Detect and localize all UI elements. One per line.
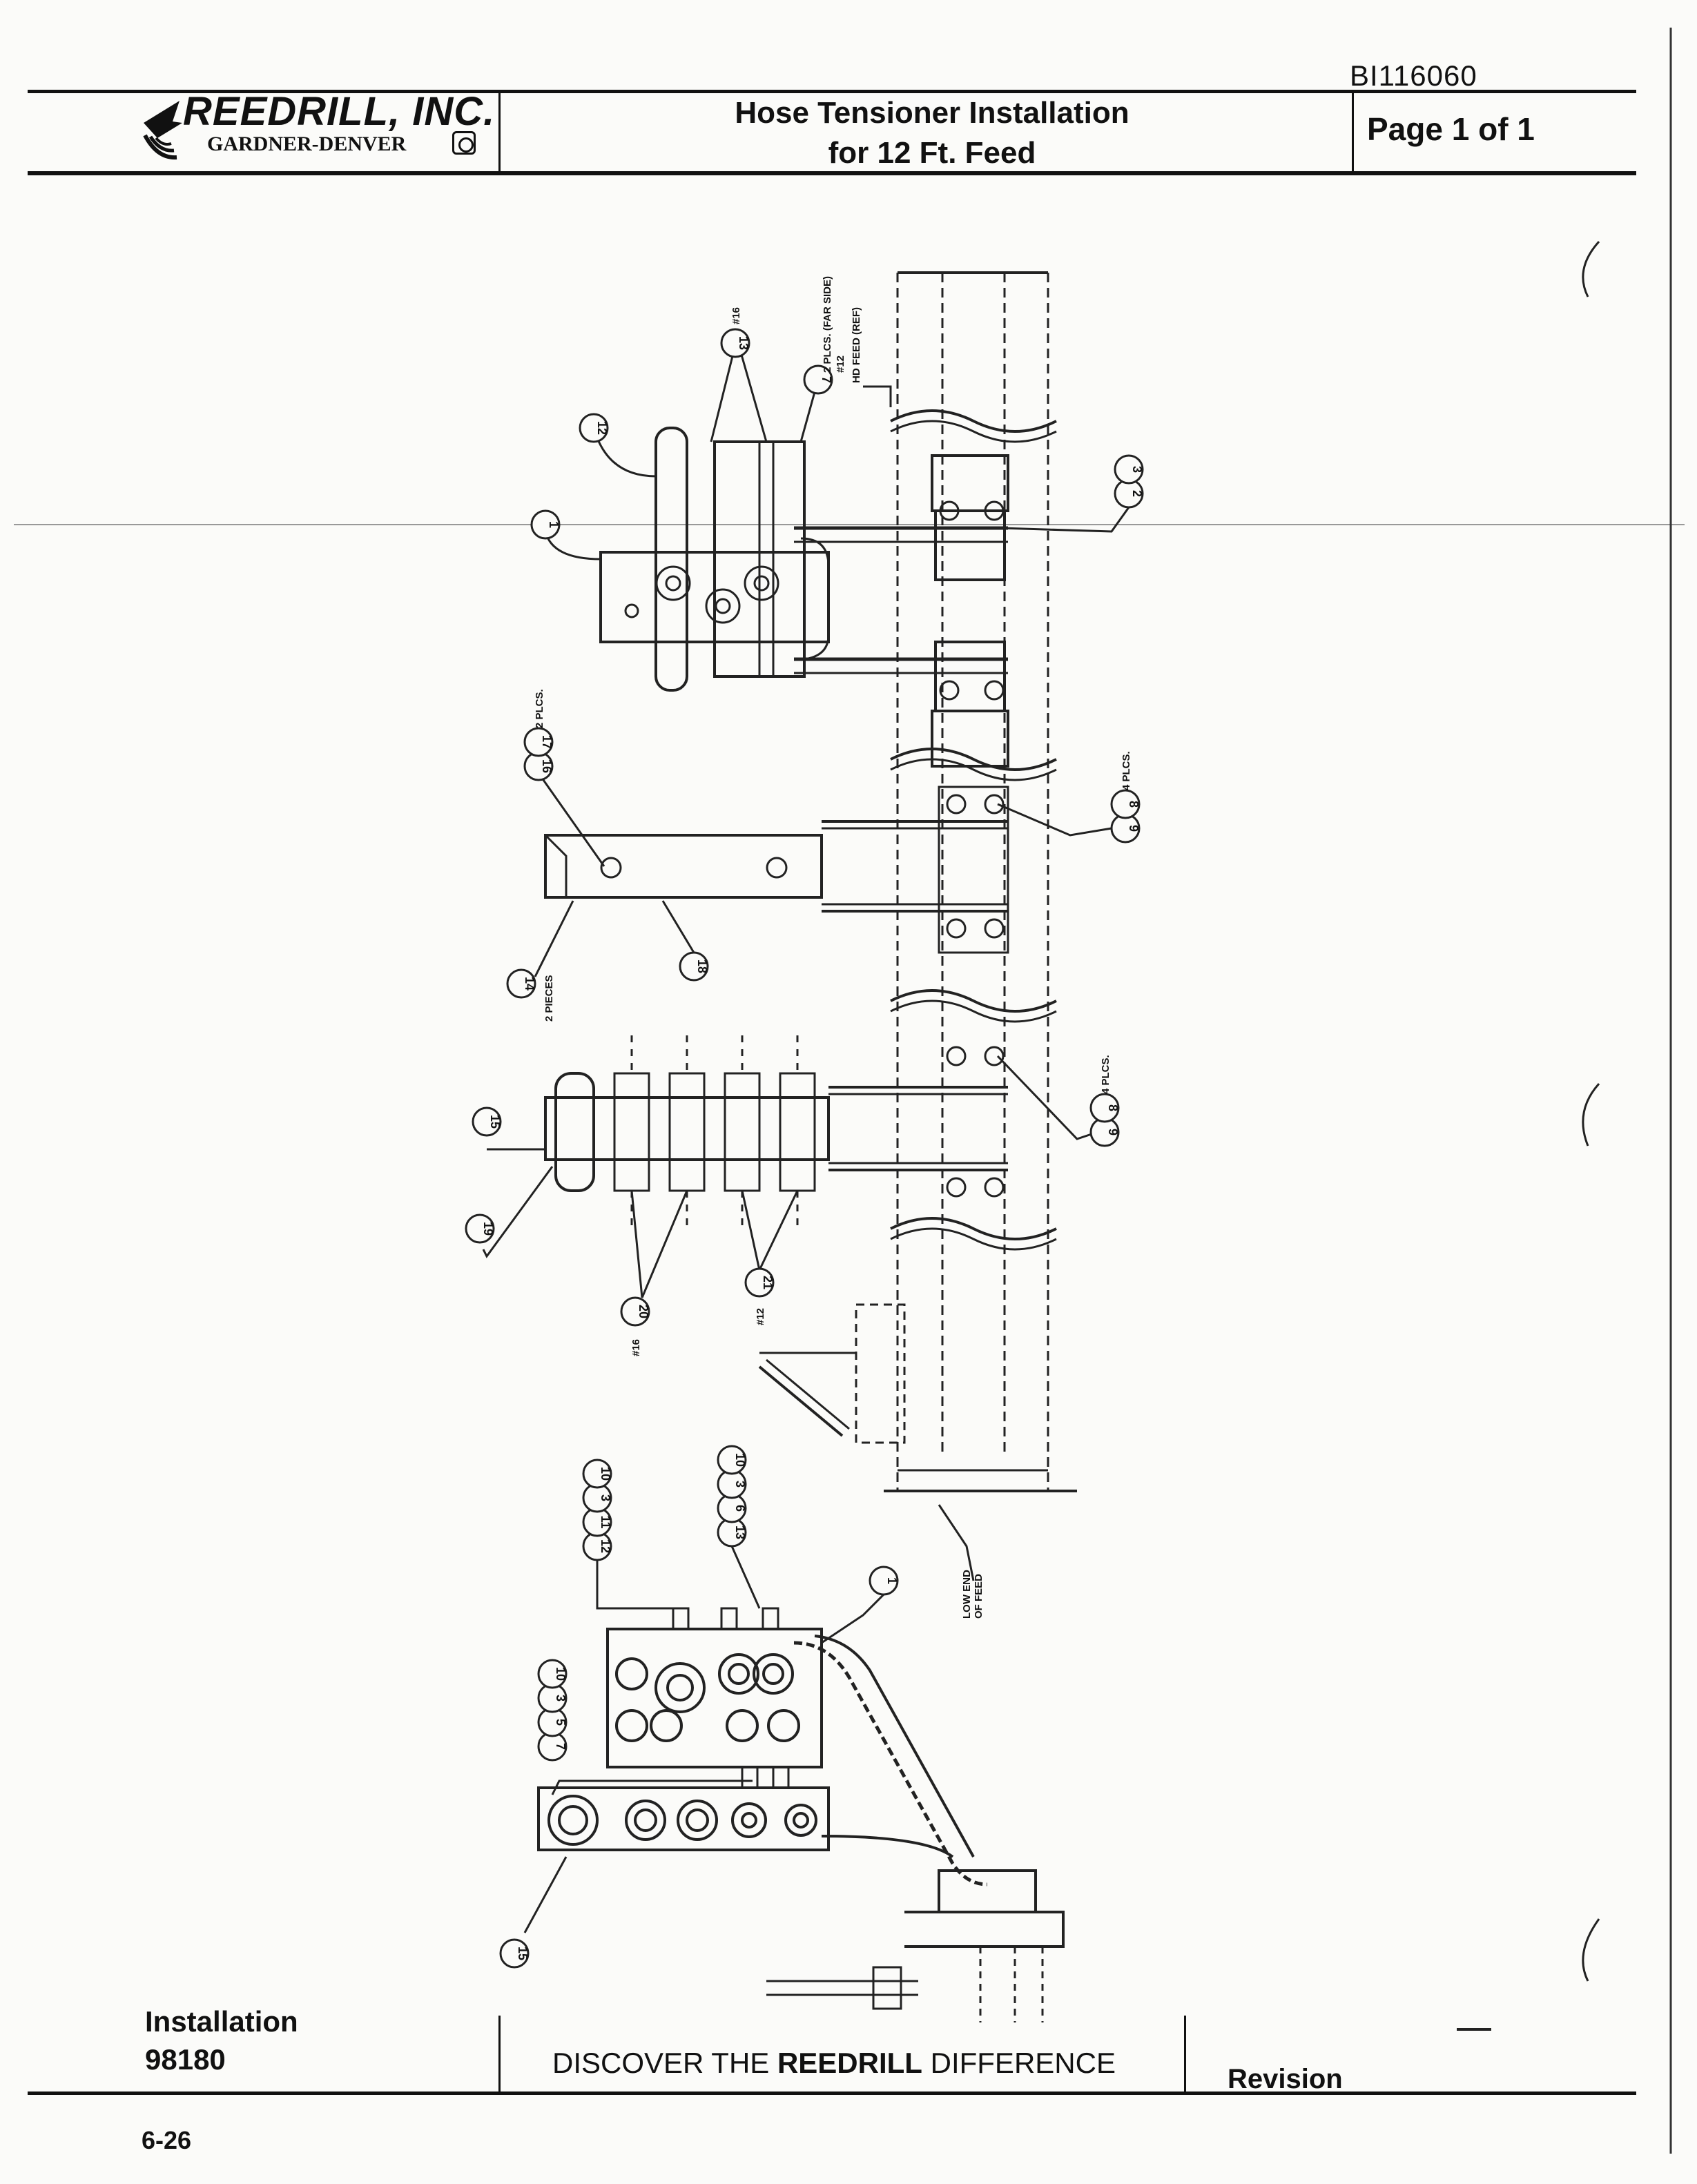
header-divider-left [498,90,501,173]
balloon-text-21: 21 [761,1276,775,1289]
balloon-text-16: 16 [540,759,554,773]
note-4-plcs-a: 4 PLCS. [1121,751,1132,790]
balloon-text-12: 12 [595,421,609,435]
note-size-16-top: #16 [730,307,742,324]
balloon-text-18: 18 [695,959,709,973]
balloon-text-c1: 1 [885,1577,899,1584]
balloon-text-c11: 11 [599,1515,612,1528]
note-2-plcs: 2 PLCS. [534,689,545,728]
balloon-c10b [717,1445,747,1475]
balloon-text-c7: 7 [554,1743,568,1750]
note-size-12: #12 [835,355,846,373]
note-4-plcs-b: 4 PLCS. [1100,1055,1112,1094]
note-size-12-mid: #12 [755,1308,766,1325]
gardner-denver-mark-icon [452,131,476,155]
balloon-text-c10c: 10 [554,1667,568,1681]
balloon-text-17: 17 [540,735,554,749]
page-indicator: Page 1 of 1 [1367,111,1535,147]
balloon-c15 [499,1938,530,1969]
balloon-text-c5: 5 [554,1719,568,1726]
slogan-pre: DISCOVER THE [552,2047,777,2079]
feed-beam [896,273,1049,1491]
balloon-18 [679,951,709,982]
note-hd-feed: HD FEED (REF) [851,307,862,383]
note-size-16-mid: #16 [630,1339,642,1356]
balloon-13 [720,328,750,358]
balloon-text-c13: 13 [733,1525,747,1539]
balloon-text-c10a: 10 [599,1467,612,1481]
balloon-8b [1089,1093,1120,1123]
header-bottom-rule [28,171,1636,175]
balloon-19 [465,1213,495,1244]
company-name: REEDRILL, INC. [183,89,496,134]
balloon-text-c15: 15 [516,1947,530,1960]
footer-rule [28,2092,1636,2095]
note-low-end-1: LOW END [961,1570,973,1619]
balloon-8a [1110,789,1141,819]
balloon-c1 [869,1566,899,1596]
balloon-text-c10b: 10 [733,1453,747,1467]
footer-divider-left [498,2016,501,2092]
balloon-text-c3c: 3 [554,1695,568,1702]
title-line-2: for 12 Ft. Feed [828,136,1036,170]
page-code: 6-26 [142,2126,192,2154]
slogan-brand: REEDRILL [777,2047,922,2079]
note-low-end-2: OF FEED [973,1574,985,1619]
balloon-text-9b: 9 [1106,1129,1120,1135]
revision-label: Revision [1228,2064,1343,2094]
header-divider-right [1352,90,1354,173]
balloon-3 [1114,454,1144,485]
footer-section: Installation [145,2005,298,2038]
note-far-side: 2 PLCS. (FAR SIDE) [822,276,833,373]
balloon-1-top [530,509,561,540]
balloon-text-c3a: 3 [599,1494,612,1501]
balloon-text-c3b: 3 [733,1481,747,1488]
balloon-20 [620,1296,650,1327]
balloon-text-14: 14 [523,977,536,991]
title-line-1: Hose Tensioner Installation [735,96,1129,130]
balloon-text-7: 7 [820,376,833,383]
division-name: GARDNER-DENVER [207,133,407,155]
balloon-text-8b: 8 [1106,1104,1120,1111]
footer-number: 98180 [145,2043,226,2076]
slogan-post: DIFFERENCE [922,2047,1116,2079]
company-logo [137,95,185,164]
document-title: Hose Tensioner Installation for 12 Ft. F… [690,93,1174,173]
note-2-pieces: 2 PIECES [543,975,555,1022]
document-number: BI116060 [1350,59,1477,92]
balloon-21 [744,1267,775,1298]
balloon-text-2: 2 [1130,490,1144,497]
balloon-12 [579,413,609,443]
balloon-14 [506,968,536,999]
balloon-text-13: 13 [737,336,750,350]
balloon-c10a [582,1459,612,1489]
balloon-text-3: 3 [1130,466,1144,473]
balloon-text-20: 20 [637,1305,650,1318]
header-top-rule [28,90,1636,93]
balloon-text-8a: 8 [1127,801,1141,808]
balloon-text-19: 19 [481,1222,495,1236]
balloon-text-15: 15 [488,1115,502,1129]
balloon-15-mid [472,1106,502,1137]
balloon-text-c12: 12 [599,1539,612,1553]
balloon-17 [523,727,554,757]
balloon-c10c [537,1659,568,1689]
balloon-text-1: 1 [547,521,561,528]
footer-slogan: DISCOVER THE REEDRILL DIFFERENCE [552,2047,1116,2080]
balloon-7 [803,364,833,395]
balloon-text-c6: 6 [733,1505,747,1512]
balloon-text-9a: 9 [1127,825,1141,832]
footer-divider-right [1184,2016,1186,2092]
